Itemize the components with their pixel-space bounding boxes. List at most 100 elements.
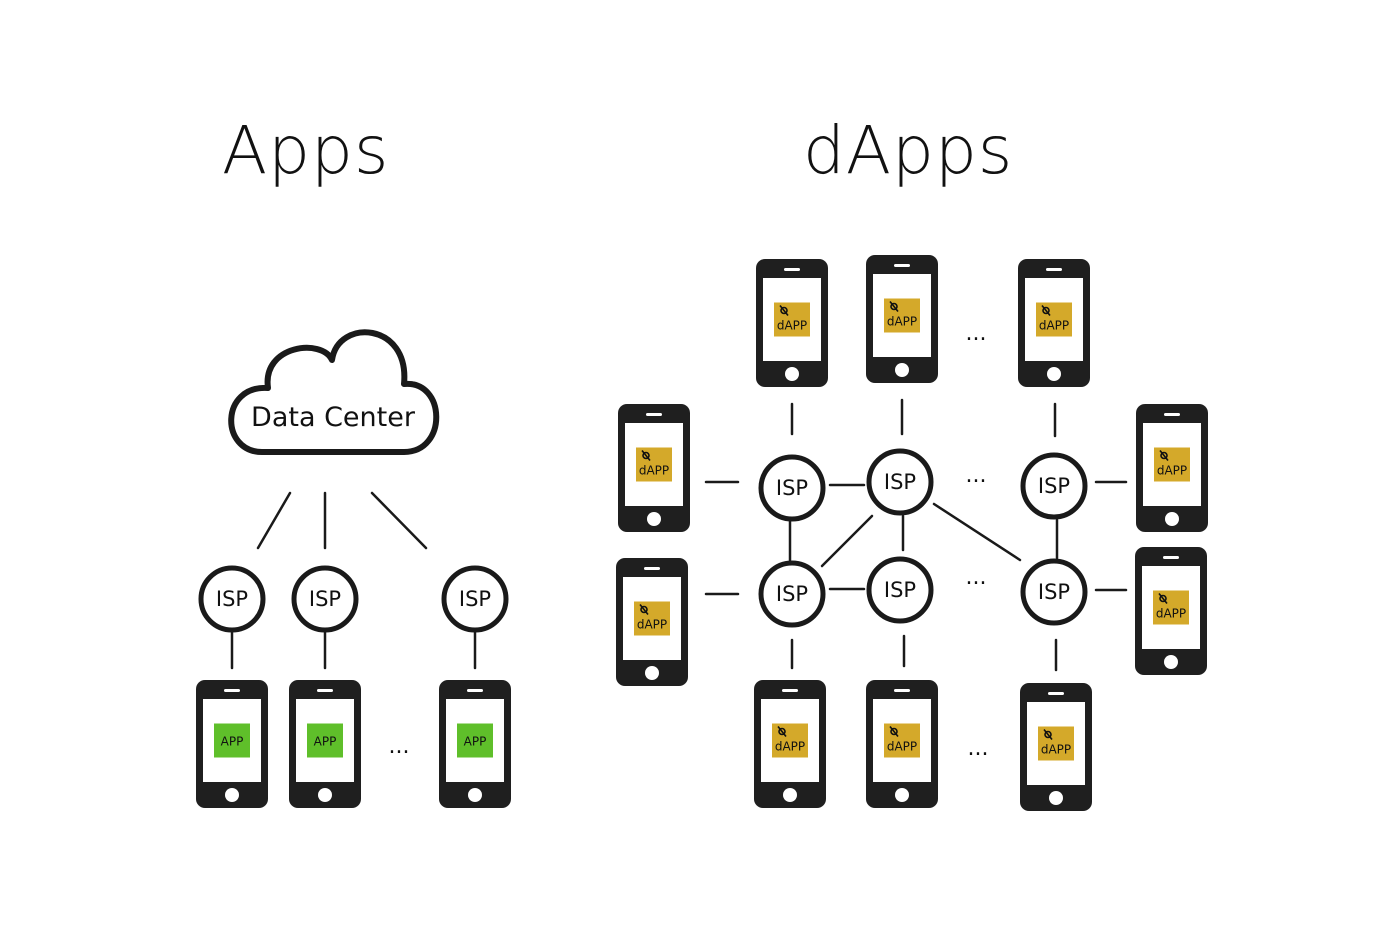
dapps-phone: dAPP	[754, 680, 826, 808]
speaker-icon	[224, 689, 240, 692]
home-button-icon	[785, 367, 799, 381]
isp-label: ISP	[1038, 474, 1070, 498]
speaker-icon	[784, 268, 800, 271]
speaker-icon	[646, 413, 662, 416]
dapp-tile	[636, 447, 672, 482]
dapps-phone: dAPP	[1018, 259, 1090, 387]
connector-line	[370, 491, 428, 550]
home-button-icon	[318, 788, 332, 802]
speaker-icon	[467, 689, 483, 692]
app-tile	[214, 723, 250, 758]
dapp-tile	[1154, 447, 1190, 482]
apps-phone: APP	[439, 680, 511, 808]
connector-line	[820, 514, 874, 568]
dapp-label: dAPP	[887, 740, 917, 754]
apps-isp-node: ISP	[198, 565, 266, 633]
apps-isp-node: ISP	[441, 565, 509, 633]
data-center-cloud: Data Center	[228, 329, 440, 455]
ellipsis: ...	[389, 734, 410, 759]
ellipsis: ...	[968, 736, 989, 761]
home-button-icon	[895, 363, 909, 377]
isp-label: ISP	[1038, 580, 1070, 604]
dapp-tile	[1038, 726, 1074, 761]
home-button-icon	[1049, 791, 1063, 805]
dapp-tile	[772, 723, 808, 758]
dapp-logo-icon	[641, 450, 651, 461]
isp-label: ISP	[884, 578, 916, 602]
isp-label: ISP	[459, 587, 491, 611]
isp-label: ISP	[776, 476, 808, 500]
dapps-phone: dAPP	[866, 680, 938, 808]
dapps-isp-node: ISP	[1020, 452, 1088, 520]
dapp-logo-icon	[889, 301, 899, 312]
dapps-phone: dAPP	[1020, 683, 1092, 811]
dapp-label: dAPP	[777, 319, 807, 333]
isp-label: ISP	[776, 582, 808, 606]
home-button-icon	[468, 788, 482, 802]
home-button-icon	[895, 788, 909, 802]
ellipsis: ...	[966, 463, 987, 488]
dapps-phone: dAPP	[618, 404, 690, 532]
apps-phone: APP	[196, 680, 268, 808]
cloud-icon	[228, 329, 440, 455]
data-center-label: Data Center	[251, 402, 416, 433]
dapps-isp-node: ISP	[1020, 558, 1088, 626]
dapp-label: dAPP	[1156, 607, 1186, 621]
home-button-icon	[645, 666, 659, 680]
connector-line	[256, 491, 292, 550]
speaker-icon	[782, 689, 798, 692]
dapp-label: dAPP	[639, 464, 669, 478]
speaker-icon	[894, 264, 910, 267]
dapp-tile	[884, 723, 920, 758]
dapps-isp-node: ISP	[758, 560, 826, 628]
dapps-phone: dAPP	[1135, 547, 1207, 675]
speaker-icon	[1048, 692, 1064, 695]
ellipsis: ...	[966, 321, 987, 346]
speaker-icon	[644, 567, 660, 570]
home-button-icon	[783, 788, 797, 802]
app-tile	[307, 723, 343, 758]
dapp-label: dAPP	[637, 618, 667, 632]
dapp-label: dAPP	[775, 740, 805, 754]
dapps-isp-node: ISP	[866, 448, 934, 516]
connection-lines	[230, 398, 1128, 672]
dapp-logo-icon	[779, 305, 789, 316]
home-button-icon	[1165, 512, 1179, 526]
speaker-icon	[1046, 268, 1062, 271]
app-label: APP	[464, 735, 487, 749]
home-button-icon	[647, 512, 661, 526]
isp-label: ISP	[216, 587, 248, 611]
isp-label: ISP	[884, 470, 916, 494]
dapp-logo-icon	[1043, 729, 1053, 740]
speaker-icon	[894, 689, 910, 692]
apps-title: Apps	[222, 112, 390, 189]
dapps-phone: dAPP	[616, 558, 688, 686]
app-label: APP	[314, 735, 337, 749]
dapp-tile	[1036, 302, 1072, 337]
apps-phone: APP	[289, 680, 361, 808]
connector-line	[932, 502, 1022, 562]
dapps-phone: dAPP	[1136, 404, 1208, 532]
app-label: APP	[221, 735, 244, 749]
dapps-title: dApps	[803, 112, 1014, 189]
dapps-phone: dAPP	[866, 255, 938, 383]
dapp-logo-icon	[1159, 450, 1169, 461]
speaker-icon	[1164, 413, 1180, 416]
dapps-isp-node: ISP	[758, 454, 826, 522]
dapp-tile	[634, 601, 670, 636]
home-button-icon	[1047, 367, 1061, 381]
dapp-label: dAPP	[887, 315, 917, 329]
dapp-label: dAPP	[1157, 464, 1187, 478]
dapp-logo-icon	[777, 726, 787, 737]
dapp-label: dAPP	[1041, 743, 1071, 757]
home-button-icon	[225, 788, 239, 802]
speaker-icon	[317, 689, 333, 692]
dapp-tile	[774, 302, 810, 337]
home-button-icon	[1164, 655, 1178, 669]
dapp-logo-icon	[889, 726, 899, 737]
dapp-logo-icon	[1041, 305, 1051, 316]
dapps-isp-node: ISP	[866, 556, 934, 624]
dapp-tile	[1153, 590, 1189, 625]
dapps-phone: dAPP	[756, 259, 828, 387]
